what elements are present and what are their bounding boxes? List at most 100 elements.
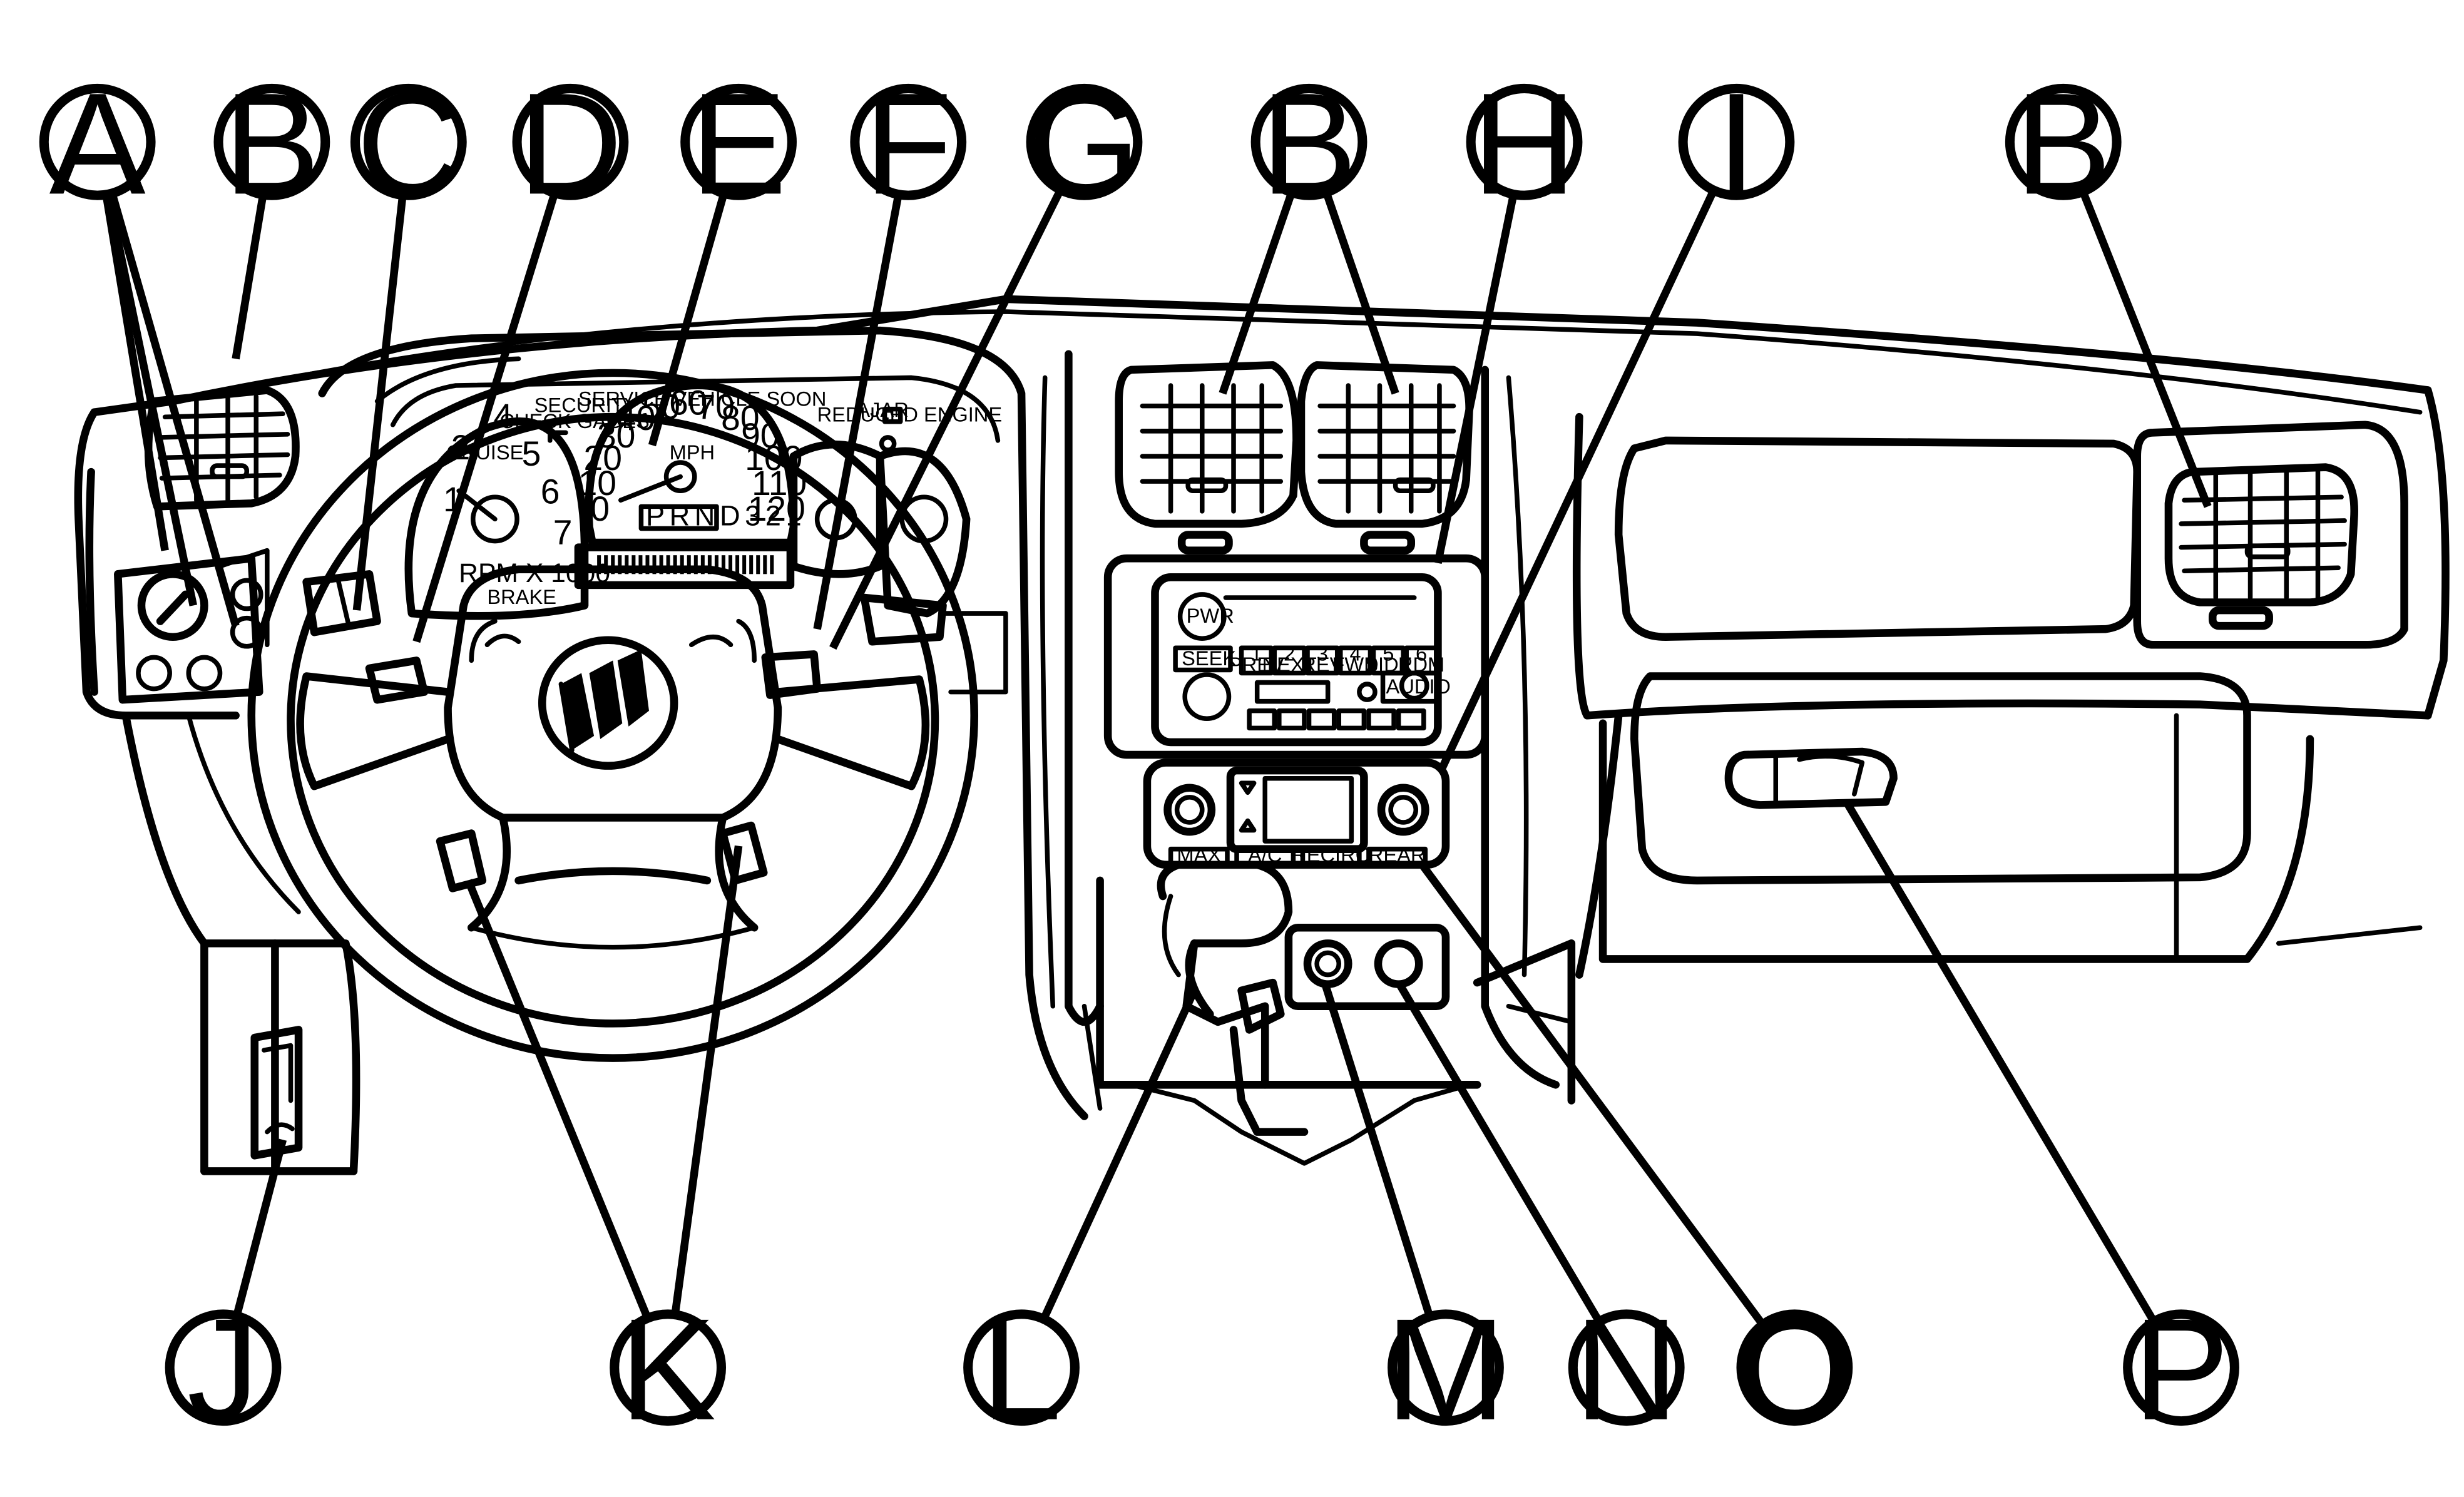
callout-leader-g-0 xyxy=(829,188,1065,650)
callout-letter: H xyxy=(1472,63,1577,224)
console-accessory-panel xyxy=(1284,923,1450,1011)
callout-leader-lines xyxy=(102,188,2212,1327)
callout-leader-a-1 xyxy=(104,193,197,606)
callout-leader-a-0 xyxy=(102,194,169,551)
radio-function-button xyxy=(1396,708,1426,731)
callout-leader-i-0 xyxy=(1437,188,1717,772)
radio-function-button xyxy=(1277,708,1307,731)
callout-letter: P xyxy=(2133,1289,2229,1450)
display-segment xyxy=(721,555,726,575)
callout-letter: J xyxy=(187,1289,260,1450)
callout-l: L xyxy=(963,1289,1080,1450)
callout-letter: G xyxy=(1028,63,1141,224)
display-segment xyxy=(680,555,684,575)
callout-leader-a-2 xyxy=(108,192,240,627)
climate-button-3: REAR xyxy=(1366,843,1428,867)
shift-lever xyxy=(1157,861,1309,1136)
speedo-tick-20: 20 xyxy=(584,439,622,478)
callout-leader-j-0 xyxy=(233,1138,287,1317)
radio-preset-number: 5 xyxy=(1383,641,1394,665)
instrument-cluster: 1 2 4 5 6 7 RPM X 1000 CRUISE BRAKE CHEC… xyxy=(404,381,1002,620)
display-segment xyxy=(638,555,643,575)
callout-a: A xyxy=(39,63,156,224)
callout-i: I xyxy=(1678,63,1795,224)
callout-b1: B xyxy=(213,63,330,224)
callout-letter: K xyxy=(620,1289,716,1450)
callout-letter: M xyxy=(1386,1289,1506,1450)
callout-circle xyxy=(1026,83,1143,200)
radio-preset-number: 3 xyxy=(1317,641,1328,665)
callout-circle xyxy=(2005,83,2122,200)
callout-o: O xyxy=(1736,1289,1853,1450)
dashboard-outline xyxy=(74,295,2450,1175)
tach-tick-6: 6 xyxy=(541,472,560,511)
callout-letter: E xyxy=(690,63,787,224)
tach-tick-5: 5 xyxy=(522,434,541,473)
callout-letter: B xyxy=(2015,63,2112,224)
callout-leader-k-1 xyxy=(671,845,743,1316)
callout-leader-h-0 xyxy=(1434,193,1518,564)
display-segment xyxy=(714,555,718,575)
radio-preset-function: REV xyxy=(1301,653,1343,676)
radio-function-button xyxy=(1336,708,1367,731)
display-segment xyxy=(700,555,705,575)
display-segment xyxy=(693,555,698,575)
display-segment xyxy=(604,555,608,575)
lamp-brake: BRAKE xyxy=(487,585,556,608)
callout-leader-c-0 xyxy=(352,194,407,611)
display-segment xyxy=(625,555,629,575)
callout-h: H xyxy=(1466,63,1583,224)
callout-k: K xyxy=(610,1289,727,1450)
center-right-air-vent xyxy=(1297,361,1473,554)
display-segment xyxy=(659,555,663,575)
callout-leader-b2-0 xyxy=(1219,191,1296,395)
radio-preset-number: 1 xyxy=(1250,641,1262,665)
brand-emblem xyxy=(538,636,678,770)
display-segment xyxy=(645,555,650,575)
display-segment xyxy=(673,555,677,575)
callout-circle xyxy=(2123,1309,2239,1426)
display-segment xyxy=(618,555,622,575)
callout-letter: B xyxy=(1260,63,1357,224)
callout-circle xyxy=(1568,1309,1685,1426)
callout-letter: A xyxy=(49,63,146,224)
radio-pwr-label: PWR xyxy=(1187,604,1234,627)
callout-leader-m-0 xyxy=(1321,981,1434,1318)
callout-circle xyxy=(1388,1309,1504,1426)
callout-leader-l-0 xyxy=(1040,989,1198,1321)
radio-preset-number: 2 xyxy=(1284,641,1295,665)
center-left-air-vent xyxy=(1115,361,1301,554)
callout-leader-o-0 xyxy=(1419,862,1766,1327)
radio-function-button xyxy=(1247,708,1277,731)
display-segment xyxy=(728,555,733,575)
callout-circle xyxy=(512,83,629,200)
callout-leader-b2-1 xyxy=(1322,191,1399,395)
callout-leader-p-0 xyxy=(1843,800,2157,1324)
callout-letter: I xyxy=(1716,63,1756,224)
callout-j: J xyxy=(165,1289,282,1450)
callout-leader-f-0 xyxy=(813,193,902,630)
callout-circle xyxy=(1678,83,1795,200)
callout-circle xyxy=(39,83,156,200)
callout-leader-n-0 xyxy=(1395,980,1603,1324)
callout-d: D xyxy=(512,63,629,224)
display-segment xyxy=(652,555,657,575)
display-segment xyxy=(631,555,636,575)
callout-leader-b1-0 xyxy=(232,193,267,360)
callout-leader-b3-0 xyxy=(2079,190,2212,508)
callout-letter: N xyxy=(1574,1289,1679,1450)
callout-g: G xyxy=(1026,63,1143,224)
callout-circle xyxy=(680,83,797,200)
display-segment xyxy=(707,555,712,575)
radio-preset-function: FWD xyxy=(1332,653,1378,676)
callout-circle xyxy=(963,1309,1080,1426)
callout-n: N xyxy=(1568,1289,1685,1450)
callout-b2: B xyxy=(1250,63,1367,224)
prnd-indicator: PRND321 xyxy=(646,499,806,531)
callout-circle xyxy=(213,83,330,200)
